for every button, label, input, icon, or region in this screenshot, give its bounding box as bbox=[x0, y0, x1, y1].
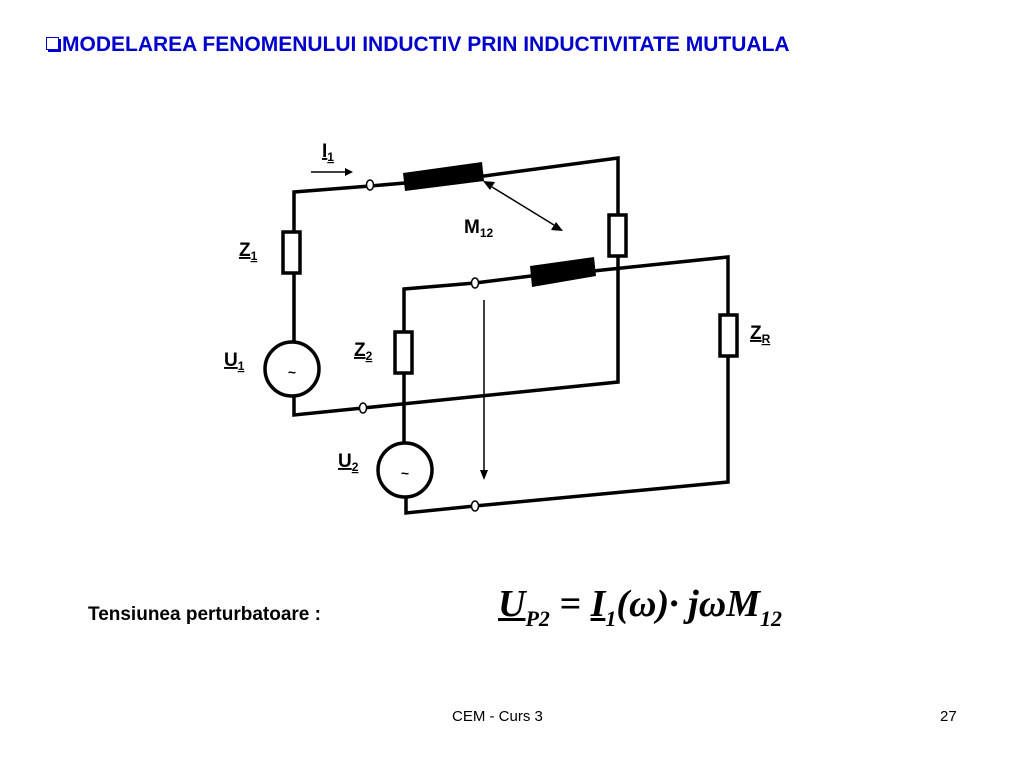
terminal-node bbox=[470, 277, 480, 289]
impedance-zr bbox=[718, 313, 739, 358]
footer-course: CEM - Curs 3 bbox=[452, 708, 543, 725]
impedance-z2 bbox=[393, 330, 414, 375]
slide-title: MODELAREA FENOMENULUI INDUCTIV PRIN INDU… bbox=[46, 33, 790, 57]
formula-u-sub: P2 bbox=[525, 606, 550, 631]
inductor-2 bbox=[530, 257, 596, 287]
label-u2: U2 bbox=[338, 451, 359, 474]
terminal-node bbox=[470, 500, 480, 512]
disturbance-voltage-formula: UP2 = I1(ω)· jωM12 bbox=[498, 582, 782, 632]
label-u1: U1 bbox=[224, 350, 245, 373]
label-i1: I1 bbox=[322, 141, 334, 164]
formula-m: M bbox=[726, 583, 760, 625]
source-symbol-u2: ~ bbox=[401, 465, 409, 481]
impedance-right-circuit1 bbox=[607, 213, 628, 258]
formula-equals: = bbox=[549, 583, 591, 625]
voltage-source-u2 bbox=[376, 441, 434, 499]
formula-i-sub: 1 bbox=[605, 606, 617, 631]
label-zr: ZR bbox=[750, 323, 771, 346]
disturbance-voltage-caption: Tensiunea perturbatoare : bbox=[88, 604, 321, 625]
voltage-source-u1 bbox=[263, 340, 321, 398]
formula-u: U bbox=[498, 583, 526, 625]
mutual-inductance-arrow bbox=[483, 181, 563, 231]
label-z2: Z2 bbox=[354, 340, 373, 363]
circuit1-wires bbox=[292, 155, 620, 417]
label-m12: M12 bbox=[464, 217, 494, 240]
formula-omega: (ω) bbox=[616, 583, 670, 625]
formula-i: I bbox=[590, 583, 606, 625]
checkbox-bullet-icon bbox=[46, 37, 59, 50]
inductor-1 bbox=[403, 162, 484, 191]
terminal-node bbox=[365, 179, 375, 191]
slide-title-text: MODELAREA FENOMENULUI INDUCTIV PRIN INDU… bbox=[62, 33, 790, 56]
current-arrow-i1 bbox=[311, 168, 353, 176]
formula-j-omega: jω bbox=[688, 583, 727, 625]
label-z1: Z1 bbox=[239, 240, 258, 263]
circuit2-wires bbox=[402, 255, 730, 515]
formula-m-sub: 12 bbox=[760, 606, 782, 631]
terminal-node bbox=[358, 402, 368, 414]
impedance-z1 bbox=[281, 230, 302, 275]
footer-page-number: 27 bbox=[940, 708, 957, 725]
source-symbol-u1: ~ bbox=[288, 364, 296, 380]
perturbation-voltage-arrow bbox=[480, 300, 488, 480]
formula-dot: · bbox=[669, 583, 689, 625]
